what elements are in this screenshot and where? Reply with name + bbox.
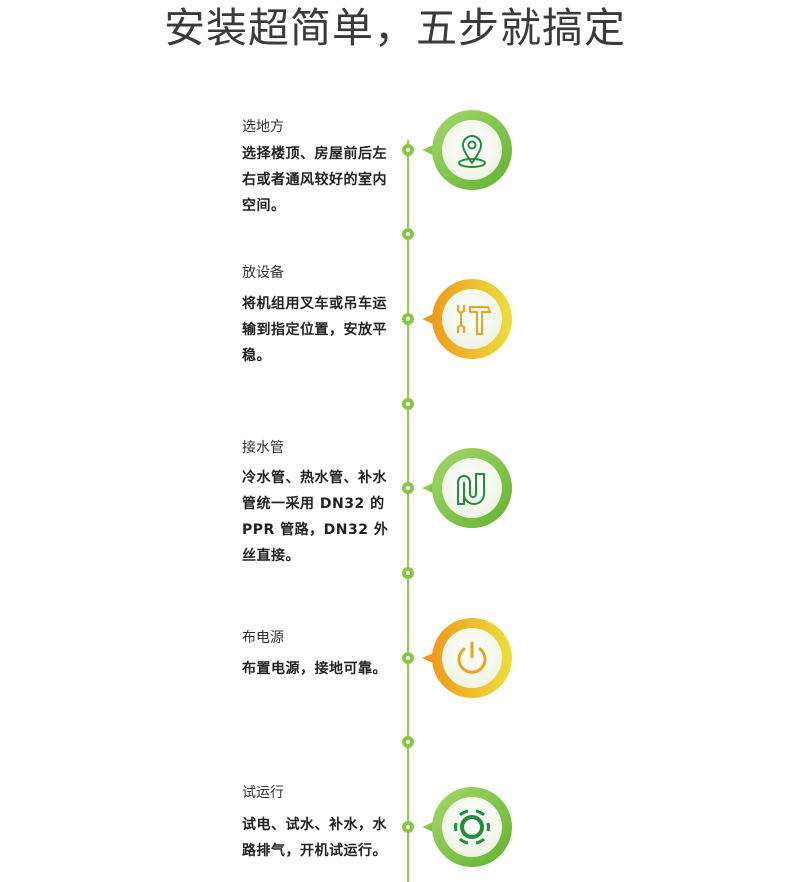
timeline-dot [402, 144, 414, 156]
tools-icon [457, 305, 492, 335]
pipe-icon [457, 473, 485, 505]
step-badge [420, 446, 516, 530]
step-badge [420, 277, 516, 361]
step-description: 布置电源，接地可靠。 [242, 661, 387, 677]
step-title: 放设备 [242, 265, 284, 281]
step-badge [420, 108, 516, 192]
timeline-dot [402, 567, 414, 579]
step-badge [420, 785, 516, 869]
run-icon [454, 809, 490, 845]
timeline-dot [402, 313, 414, 325]
step-description: 将机组用叉车或吊车运输到指定位置，安放平稳。 [242, 296, 387, 364]
step-description: 试电、试水、补水，水路排气，开机试运行。 [242, 817, 387, 859]
timeline-line [407, 140, 409, 882]
step-title: 选地方 [242, 119, 284, 135]
step-title: 接水管 [242, 440, 284, 456]
step-badge [420, 616, 516, 700]
timeline-dot [402, 398, 414, 410]
power-icon [457, 641, 487, 674]
step-title: 布电源 [242, 630, 284, 646]
step-title: 试运行 [242, 785, 284, 801]
timeline-dot [402, 482, 414, 494]
step-description: 冷水管、热水管、补水管统一采用 DN32 的 PPR 管路，DN32 外丝直接。 [242, 470, 389, 564]
timeline-dot [402, 821, 414, 833]
location-pin-icon [458, 135, 486, 168]
timeline-dot [402, 652, 414, 664]
step-description: 选择楼顶、房屋前后左右或者通风较好的室内空间。 [242, 146, 387, 214]
timeline-dot [402, 228, 414, 240]
timeline-dot [402, 736, 414, 748]
page-title: 安装超简单，五步就搞定 [164, 4, 626, 52]
